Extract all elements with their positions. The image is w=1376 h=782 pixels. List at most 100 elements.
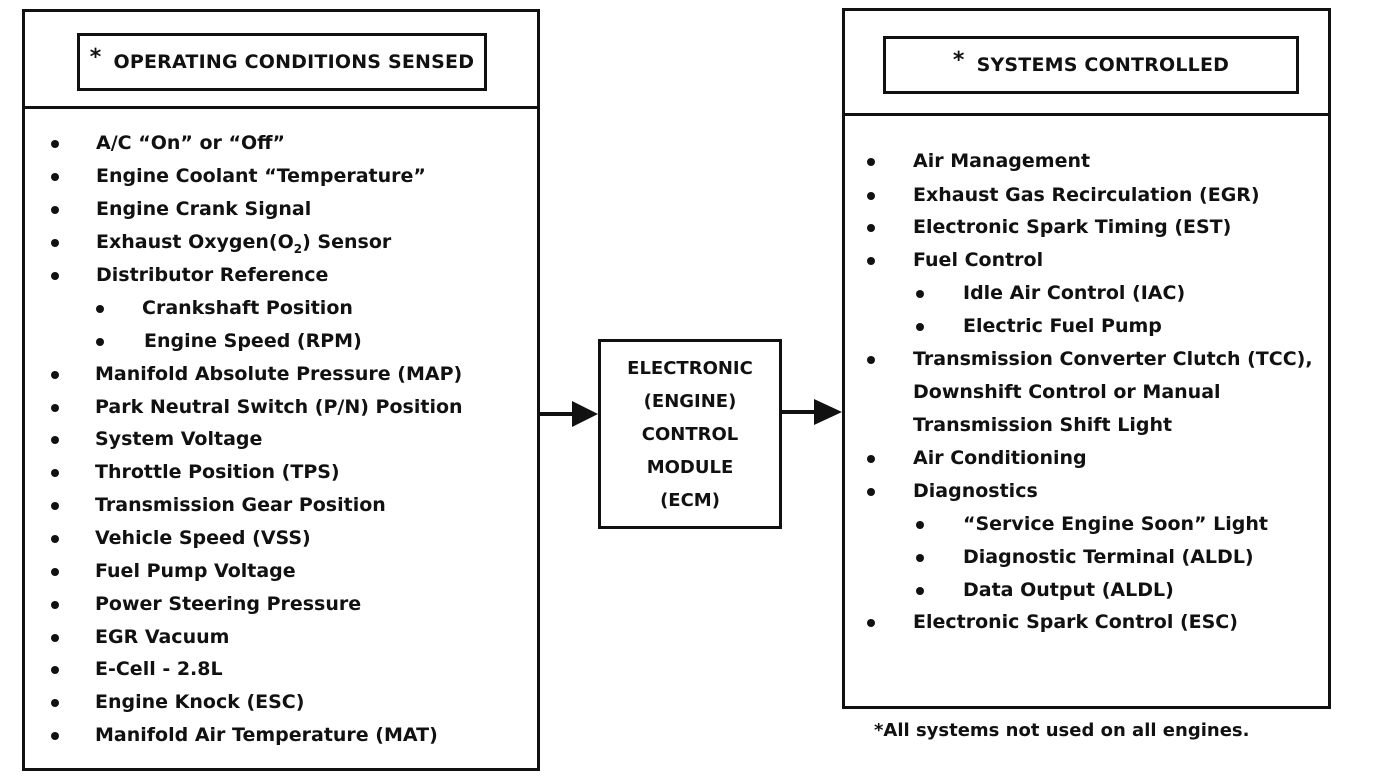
sensed-condition-item-label: Engine Speed (RPM): [144, 330, 362, 352]
controlled-system-item: Transmission Converter Clutch (TCC),: [913, 348, 1313, 370]
controlled-system-item-label: Exhaust Gas Recirculation (EGR): [913, 184, 1260, 206]
controlled-systems-header: [845, 11, 1328, 116]
sensed-condition-item-label: System Voltage: [95, 428, 263, 450]
bullet-icon: [916, 323, 924, 331]
sensed-condition-item: Throttle Position (TPS): [95, 461, 340, 483]
controlled-system-item-label: Diagnostics: [913, 480, 1038, 502]
bullet-icon: [51, 699, 59, 707]
controlled-system-item: Exhaust Gas Recirculation (EGR): [913, 184, 1260, 206]
controlled-system-item-label: Data Output (ALDL): [963, 579, 1174, 601]
bullet-icon: [51, 469, 59, 477]
controlled-system-item: Transmission Shift Light: [913, 414, 1172, 436]
footnote: *All systems not used on all engines.: [874, 720, 1250, 741]
bullet-icon: [916, 554, 924, 562]
sensed-condition-item: Park Neutral Switch (P/N) Position: [95, 396, 463, 418]
sensed-condition-item: Power Steering Pressure: [95, 593, 361, 615]
bullet-icon: [51, 206, 59, 214]
ecm-line-1: ELECTRONIC: [627, 357, 753, 379]
controlled-systems-title-box: * SYSTEMS CONTROLLED: [883, 36, 1299, 94]
sensed-condition-item: System Voltage: [95, 428, 262, 450]
sensed-condition-item: Engine Knock (ESC): [95, 691, 304, 713]
controlled-system-item: Downshift Control or Manual: [913, 381, 1221, 403]
controlled-system-item-label: Air Conditioning: [913, 447, 1087, 469]
sensed-condition-item-label: Engine Coolant “Temperature”: [96, 165, 426, 187]
sensed-condition-item: Manifold Absolute Pressure (MAP): [95, 363, 462, 385]
sensed-condition-item-label: Distributor Reference: [96, 264, 329, 286]
bullet-icon: [867, 224, 875, 232]
controlled-system-item-label: Electric Fuel Pump: [963, 315, 1162, 337]
bullet-icon: [916, 521, 924, 529]
sensed-condition-item-label: E-Cell - 2.8L: [95, 658, 223, 680]
bullet-icon: [51, 502, 59, 510]
controlled-system-item: Air Management: [913, 150, 1090, 172]
bullet-icon: [51, 568, 59, 576]
bullet-icon: [51, 404, 59, 412]
controlled-systems-title: SYSTEMS CONTROLLED: [976, 54, 1230, 76]
bullet-icon: [51, 173, 59, 181]
bullet-icon: [51, 601, 59, 609]
sensed-condition-item: Crankshaft Position: [142, 297, 353, 319]
ecm-line-4: MODULE: [646, 456, 734, 478]
asterisk-mark: *: [952, 47, 965, 73]
controlled-system-item-label: Electronic Spark Timing (EST): [913, 216, 1232, 238]
controlled-system-item: Electronic Spark Control (ESC): [913, 611, 1238, 633]
sensed-condition-item-label: Engine Knock (ESC): [95, 691, 305, 713]
sensed-condition-item: Transmission Gear Position: [95, 494, 386, 516]
sensed-conditions-header: [25, 12, 537, 109]
bullet-icon: [96, 305, 104, 313]
sensed-conditions-panel: * OPERATING CONDITIONS SENSED: [22, 9, 540, 771]
sensed-condition-item: Vehicle Speed (VSS): [95, 527, 311, 549]
sensed-conditions-title: OPERATING CONDITIONS SENSED: [113, 51, 475, 73]
bullet-icon: [51, 634, 59, 642]
sensed-condition-item: Exhaust Oxygen(O2) Sensor: [96, 231, 391, 260]
sensed-condition-item: EGR Vacuum: [95, 626, 229, 648]
sensed-condition-item-label: Engine Crank Signal: [96, 198, 312, 220]
bullet-icon: [867, 619, 875, 627]
controlled-system-item: Electric Fuel Pump: [963, 315, 1162, 337]
bullet-icon: [51, 535, 59, 543]
bullet-icon: [916, 290, 924, 298]
sensed-condition-item-label: Power Steering Pressure: [95, 593, 362, 615]
sensed-condition-item: Manifold Air Temperature (MAT): [95, 724, 438, 746]
controlled-system-item: Electronic Spark Timing (EST): [913, 216, 1231, 238]
sensed-condition-item: A/C “On” or “Off”: [96, 132, 285, 154]
sensed-condition-item-label: A/C “On” or “Off”: [96, 132, 286, 154]
controlled-system-item-label: Diagnostic Terminal (ALDL): [963, 546, 1254, 568]
controlled-system-item: Idle Air Control (IAC): [963, 282, 1185, 304]
bullet-icon: [867, 455, 875, 463]
sensed-condition-item: E-Cell - 2.8L: [95, 658, 223, 680]
sensed-condition-item: Engine Coolant “Temperature”: [96, 165, 426, 187]
ecm-line-3: CONTROL: [641, 423, 739, 445]
controlled-system-item-label: Air Management: [913, 150, 1091, 172]
sensed-condition-item-label: Park Neutral Switch (P/N) Position: [95, 396, 463, 418]
controlled-system-item: Air Conditioning: [913, 447, 1087, 469]
sensed-condition-item-label: Vehicle Speed (VSS): [95, 527, 311, 549]
controlled-system-item: Diagnostics: [913, 480, 1038, 502]
bullet-icon: [51, 666, 59, 674]
bullet-icon: [867, 488, 875, 496]
sensed-condition-item-label: Transmission Gear Position: [95, 494, 386, 516]
sensed-condition-item: Engine Crank Signal: [96, 198, 311, 220]
sensed-condition-item-label: Crankshaft Position: [142, 297, 353, 319]
sensed-condition-item: Fuel Pump Voltage: [95, 560, 296, 582]
sensed-condition-item-label: Manifold Absolute Pressure (MAP): [95, 363, 463, 385]
sensed-conditions-title-box: * OPERATING CONDITIONS SENSED: [77, 33, 487, 91]
ecm-line-5: (ECM): [660, 489, 720, 511]
bullet-icon: [916, 587, 924, 595]
oxygen-suffix: ) Sensor: [302, 231, 392, 253]
asterisk-mark: *: [89, 44, 102, 70]
bullet-icon: [51, 272, 59, 280]
controlled-system-item-label: Electronic Spark Control (ESC): [913, 611, 1238, 633]
bullet-icon: [51, 239, 59, 247]
sensed-condition-item-label: Exhaust Oxygen(O: [96, 231, 294, 253]
controlled-system-item: Data Output (ALDL): [963, 579, 1174, 601]
sensed-condition-item: Engine Speed (RPM): [144, 330, 362, 352]
ecm-box: ELECTRONIC (ENGINE) CONTROL MODULE (ECM): [598, 339, 782, 529]
bullet-icon: [867, 257, 875, 265]
oxygen-subscript: 2: [293, 241, 303, 256]
controlled-system-item: Diagnostic Terminal (ALDL): [963, 546, 1254, 568]
ecm-line-2: (ENGINE): [643, 390, 737, 412]
controlled-system-item-label: “Service Engine Soon” Light: [963, 513, 1268, 535]
controlled-system-item: “Service Engine Soon” Light: [963, 513, 1268, 535]
bullet-icon: [51, 436, 59, 444]
